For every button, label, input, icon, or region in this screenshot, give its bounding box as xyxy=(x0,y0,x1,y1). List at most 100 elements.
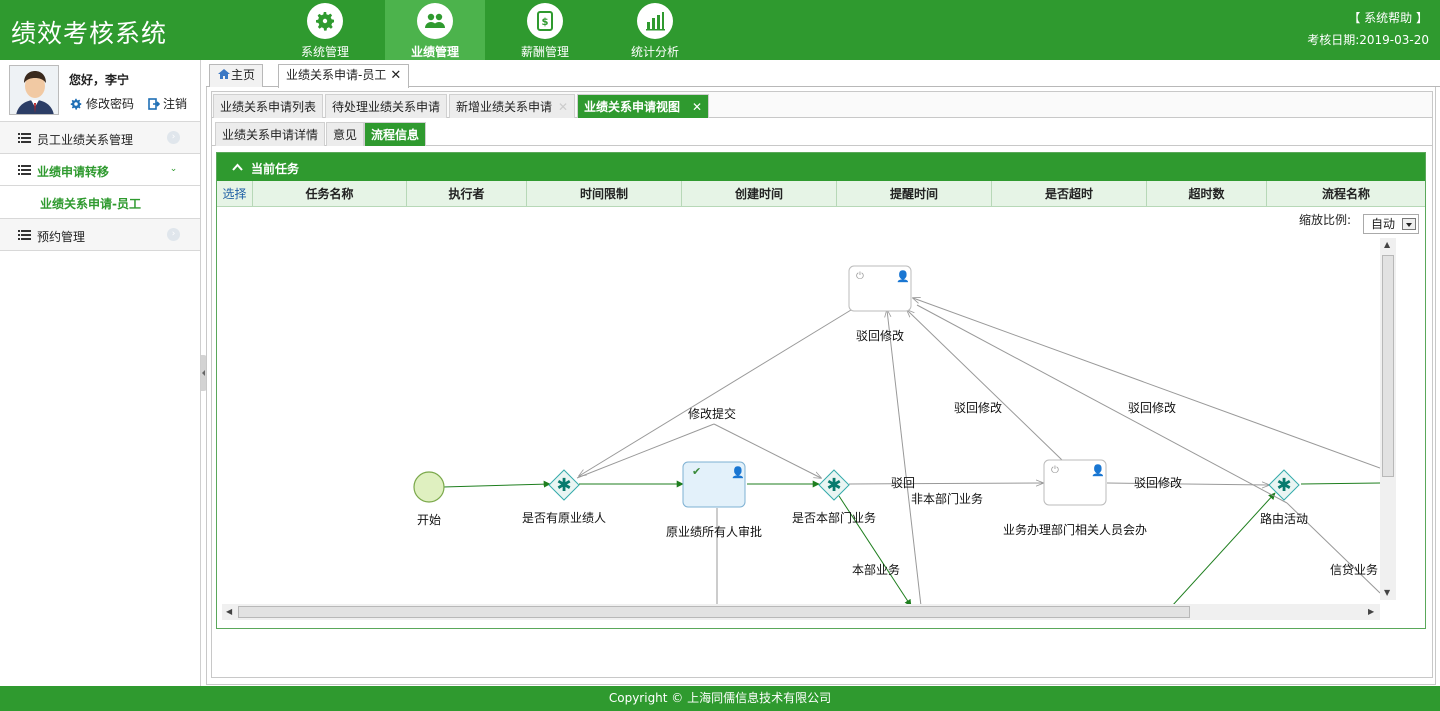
assessment-date: 考核日期:2019-03-20 xyxy=(1307,31,1429,48)
scroll-up-icon[interactable]: ▲ xyxy=(1384,240,1391,249)
sidebar-collapse-handle[interactable] xyxy=(201,355,207,391)
task-dept-co-handle[interactable]: ⏻ 👤 xyxy=(1043,459,1107,506)
col-task-name[interactable]: 任务名称 xyxy=(253,181,407,206)
tab-label: 待处理业绩关系申请 xyxy=(332,100,441,114)
scroll-right-icon[interactable]: ▶ xyxy=(1368,607,1375,616)
edge-reject-3 xyxy=(913,298,1380,469)
svg-text:✱: ✱ xyxy=(826,475,841,496)
vertical-scrollbar[interactable]: ▲ ▼ xyxy=(1380,238,1396,600)
logout-link[interactable]: 注销 xyxy=(148,95,187,112)
tab-opinions[interactable]: 意见 xyxy=(326,122,365,146)
bar-chart-icon xyxy=(637,3,673,39)
date-label: 考核日期: xyxy=(1307,33,1360,47)
chevron-right-icon: › xyxy=(167,131,180,144)
tab-label: 主页 xyxy=(231,68,256,82)
logout-label: 注销 xyxy=(163,97,188,111)
tab-home[interactable]: 主页 xyxy=(209,64,264,87)
edge-gw3-out xyxy=(1300,482,1380,485)
edge-credit xyxy=(1286,502,1380,594)
system-help-link[interactable]: 【 系统帮助 】 xyxy=(1348,11,1428,25)
gear-icon xyxy=(307,3,343,39)
sub-tabs: 业绩关系申请列表 待处理业绩关系申请 新增业绩关系申请✕ 业绩关系申请视图 ✕ xyxy=(212,92,1432,118)
col-reminder-time[interactable]: 提醒时间 xyxy=(837,181,992,206)
users-icon xyxy=(417,3,453,39)
tab-application-details[interactable]: 业绩关系申请详情 xyxy=(215,122,326,146)
menu-label: 员工业绩关系管理 xyxy=(37,133,134,147)
app-title: 绩效考核系统 xyxy=(11,19,168,48)
submenu-relationship-application-employee[interactable]: 业绩关系申请-员工 xyxy=(0,186,200,219)
change-password-link[interactable]: 修改密码 xyxy=(69,95,134,112)
vertical-scroll-thumb[interactable] xyxy=(1382,255,1394,477)
col-select[interactable]: 选择 xyxy=(217,181,253,206)
task-original-owner-approval[interactable]: ✔ 👤 xyxy=(682,461,746,508)
gateway-has-original-owner[interactable]: ✱ xyxy=(548,469,580,501)
label-dept: 本部业务 xyxy=(852,562,900,577)
process-diagram-canvas: ✱ ✱ ✱ ✔ xyxy=(413,265,1380,604)
edge-to-gw3 xyxy=(1173,492,1276,604)
svg-text:✱: ✱ xyxy=(1276,475,1291,496)
close-icon[interactable]: ✕ xyxy=(692,100,703,114)
col-executor[interactable]: 执行者 xyxy=(407,181,527,206)
gateway-routing[interactable]: ✱ xyxy=(1268,469,1300,501)
tab-new-application[interactable]: 新增业绩关系申请✕ xyxy=(449,94,576,118)
tab-process-info[interactable]: 流程信息 xyxy=(364,122,427,146)
tab-pending-applications[interactable]: 待处理业绩关系申请 xyxy=(325,94,448,118)
menu-employee-performance[interactable]: 员工业绩关系管理 › xyxy=(0,122,200,154)
svg-text:👤: 👤 xyxy=(1091,464,1105,477)
start-event[interactable] xyxy=(413,471,445,503)
svg-text:⏻: ⏻ xyxy=(856,271,864,282)
svg-text:👤: 👤 xyxy=(896,270,910,283)
avatar xyxy=(9,65,59,115)
chevron-up-icon xyxy=(232,163,243,171)
nav-performance-management[interactable]: 业绩管理 xyxy=(385,0,485,60)
main-area: 主页 业绩关系申请-员工✕ 业绩关系申请列表 待处理业绩关系申请 新增业绩关系申… xyxy=(206,60,1440,686)
panel-header[interactable]: 当前任务 xyxy=(217,153,1425,181)
inner-frame: 业绩关系申请列表 待处理业绩关系申请 新增业绩关系申请✕ 业绩关系申请视图 ✕ 业… xyxy=(211,91,1433,678)
current-task-panel: 当前任务 选择 任务名称 执行者 时间限制 创建时间 提醒时间 是否超时 超时数… xyxy=(216,152,1426,629)
col-process-name[interactable]: 流程名称 xyxy=(1321,187,1370,201)
label-gw2: 是否本部门业务 xyxy=(792,510,876,525)
col-created-time[interactable]: 创建时间 xyxy=(682,181,837,206)
horizontal-scrollbar[interactable]: ◀ ▶ xyxy=(222,604,1380,620)
gateway-is-own-dept[interactable]: ✱ xyxy=(818,469,850,501)
col-overdue-count[interactable]: 超时数 xyxy=(1147,181,1267,206)
change-password-label: 修改密码 xyxy=(86,97,135,111)
tab-label: 业绩关系申请-员工 xyxy=(286,68,387,82)
col-time-limit[interactable]: 时间限制 xyxy=(527,181,682,206)
col-is-overdue[interactable]: 是否超时 xyxy=(992,181,1147,206)
tab-relationship-application-employee[interactable]: 业绩关系申请-员工✕ xyxy=(278,64,410,88)
label-reject-task: 驳回修改 xyxy=(856,328,904,343)
nav-statistics[interactable]: 统计分析 xyxy=(605,0,705,60)
nav-system-management[interactable]: 系统管理 xyxy=(275,0,375,60)
list-icon xyxy=(18,133,31,143)
menu-appointment-management[interactable]: 预约管理 › xyxy=(0,219,200,251)
menu-performance-transfer[interactable]: 业绩申请转移 ⌄ xyxy=(0,154,200,186)
edge-reject-2 xyxy=(907,310,1063,461)
scroll-left-icon[interactable]: ◀ xyxy=(226,607,233,616)
date-value: 2019-03-20 xyxy=(1359,33,1429,47)
tab-label: 业绩关系申请列表 xyxy=(220,100,317,114)
tab-label: 业绩关系申请视图 xyxy=(584,100,681,114)
tab-application-list[interactable]: 业绩关系申请列表 xyxy=(213,94,324,118)
label-start: 开始 xyxy=(417,513,441,527)
menu-label: 业绩申请转移 xyxy=(37,165,110,179)
tab-application-view[interactable]: 业绩关系申请视图 ✕ xyxy=(577,94,710,118)
main-tabs: 主页 业绩关系申请-员工✕ xyxy=(206,60,1440,88)
scroll-down-icon[interactable]: ▼ xyxy=(1384,588,1391,597)
gear-icon xyxy=(70,98,82,110)
header-bar: 绩效考核系统 系统管理 业绩管理 $ 薪酬管理 统计分析 【 系统帮助 】 考核… xyxy=(0,0,1440,60)
edge-gw2-task2 xyxy=(848,483,1043,484)
chevron-down-icon: ⌄ xyxy=(167,163,180,176)
close-icon[interactable]: ✕ xyxy=(390,68,402,83)
svg-text:✔: ✔ xyxy=(692,465,701,478)
nav-label: 系统管理 xyxy=(300,45,349,59)
horizontal-scroll-thumb[interactable] xyxy=(238,606,1190,618)
logout-icon xyxy=(148,97,160,110)
close-icon[interactable]: ✕ xyxy=(558,100,569,114)
edge-modify-submit-b xyxy=(713,423,821,478)
nav-salary-management[interactable]: $ 薪酬管理 xyxy=(495,0,595,60)
label-reject-2: 驳回修改 xyxy=(1128,400,1176,415)
task-reject-modify[interactable]: ⏻ 👤 xyxy=(848,265,912,312)
zoom-select[interactable]: 自动 xyxy=(1363,214,1419,234)
sidebar: 您好，李宁 修改密码 注销 员工业绩关系管理 › 业绩申请转移 ⌄ 业绩关系申请… xyxy=(0,60,201,686)
